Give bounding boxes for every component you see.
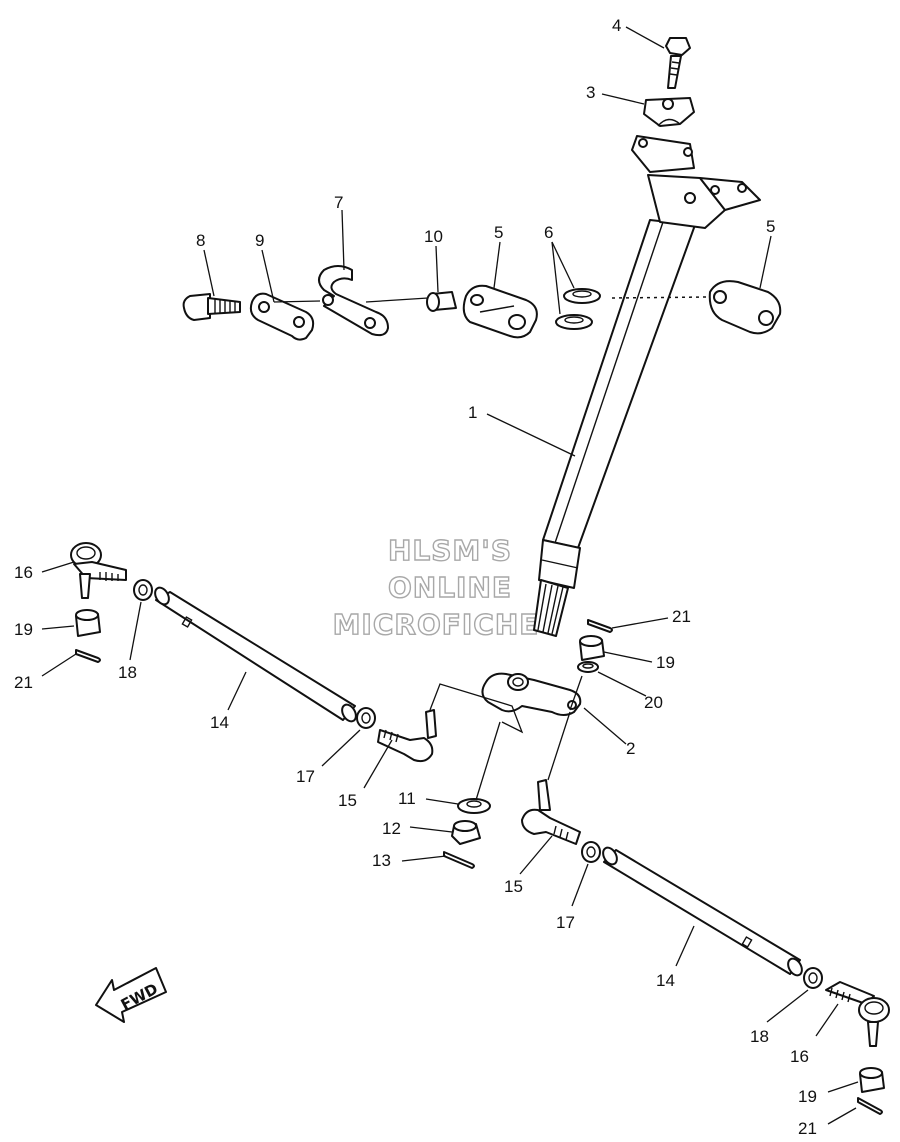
assembly-lines-upper bbox=[273, 296, 709, 303]
washer-11 bbox=[457, 798, 491, 814]
callout-11: 11 bbox=[398, 789, 416, 808]
cotter-pin-13 bbox=[443, 851, 475, 869]
callout-15-left: 15 bbox=[338, 791, 357, 810]
callout-2: 2 bbox=[626, 739, 635, 758]
callout-16-right: 16 bbox=[790, 1047, 809, 1066]
steering-shaft bbox=[533, 135, 761, 637]
shaft-holder-right bbox=[708, 280, 782, 335]
tie-rod-right bbox=[602, 846, 803, 977]
lock-clip bbox=[318, 265, 389, 337]
washer-20 bbox=[577, 661, 599, 673]
callout-19-right: 19 bbox=[798, 1087, 817, 1106]
callout-14-right: 14 bbox=[656, 971, 675, 990]
nut-right-17 bbox=[581, 841, 601, 863]
flange-bolt bbox=[665, 37, 691, 89]
callout-18-left: 18 bbox=[118, 663, 137, 682]
collars bbox=[555, 288, 601, 330]
callout-17-left: 17 bbox=[296, 767, 315, 786]
callout-7: 7 bbox=[334, 193, 343, 212]
callout-12: 12 bbox=[382, 819, 401, 838]
forward-arrow-icon: FWD bbox=[95, 967, 167, 1023]
callout-18-right: 18 bbox=[750, 1027, 769, 1046]
leader-lines bbox=[41, 26, 859, 1125]
callout-9: 9 bbox=[255, 231, 264, 250]
callout-5-left: 5 bbox=[494, 223, 503, 242]
watermark-line-2: ONLINE bbox=[388, 571, 512, 604]
callout-17-right: 17 bbox=[556, 913, 575, 932]
callout-15-right: 15 bbox=[504, 877, 523, 896]
cotter-pin-right bbox=[857, 1097, 883, 1115]
lock-plate bbox=[249, 292, 315, 341]
nut-12 bbox=[451, 820, 481, 845]
clamp-cap bbox=[643, 97, 695, 127]
callout-5-right: 5 bbox=[766, 217, 775, 236]
callout-21-left: 21 bbox=[14, 673, 33, 692]
watermark: HLSM'S ONLINE MICROFICHE bbox=[332, 533, 540, 641]
tie-rod-end-right bbox=[825, 981, 890, 1047]
callout-8: 8 bbox=[196, 231, 205, 250]
tie-rod-inner-end-left bbox=[377, 709, 437, 763]
callout-19-left: 19 bbox=[14, 620, 33, 639]
watermark-line-1: HLSM'S bbox=[388, 534, 512, 567]
callout-4: 4 bbox=[612, 16, 621, 35]
cotter-pin-left bbox=[75, 649, 101, 663]
cotter-pin-upper bbox=[587, 619, 613, 633]
assembly-lines-lower bbox=[429, 675, 583, 801]
callout-21-right: 21 bbox=[798, 1119, 817, 1138]
callout-10: 10 bbox=[424, 227, 443, 246]
hex-bolt bbox=[182, 293, 241, 321]
castle-nut-right bbox=[859, 1067, 885, 1093]
callout-3: 3 bbox=[586, 83, 595, 102]
tie-rod-end-left bbox=[70, 542, 127, 599]
callout-14-left: 14 bbox=[210, 713, 229, 732]
castle-nut-upper bbox=[579, 635, 605, 661]
watermark-line-3: MICROFICHE bbox=[333, 608, 540, 641]
callout-6: 6 bbox=[544, 223, 553, 242]
callout-numbers: 4 3 7 8 9 10 5 6 5 1 16 19 21 18 14 17 1… bbox=[14, 16, 817, 1138]
callout-1: 1 bbox=[468, 403, 477, 422]
callout-20: 20 bbox=[644, 693, 663, 712]
nut-right-18 bbox=[803, 967, 823, 989]
pitman-arm bbox=[481, 672, 582, 716]
callout-13: 13 bbox=[372, 851, 391, 870]
tie-rod-left bbox=[154, 586, 357, 723]
spacer-collar bbox=[426, 291, 457, 312]
nut-left-18 bbox=[133, 579, 153, 601]
callout-21-upper: 21 bbox=[672, 607, 691, 626]
castle-nut-left bbox=[75, 609, 101, 637]
tie-rod-inner-end-right bbox=[521, 779, 581, 845]
nut-left-17 bbox=[356, 707, 376, 729]
callout-16-left: 16 bbox=[14, 563, 33, 582]
callout-19-upper: 19 bbox=[656, 653, 675, 672]
shaft-holder-left bbox=[462, 284, 538, 339]
